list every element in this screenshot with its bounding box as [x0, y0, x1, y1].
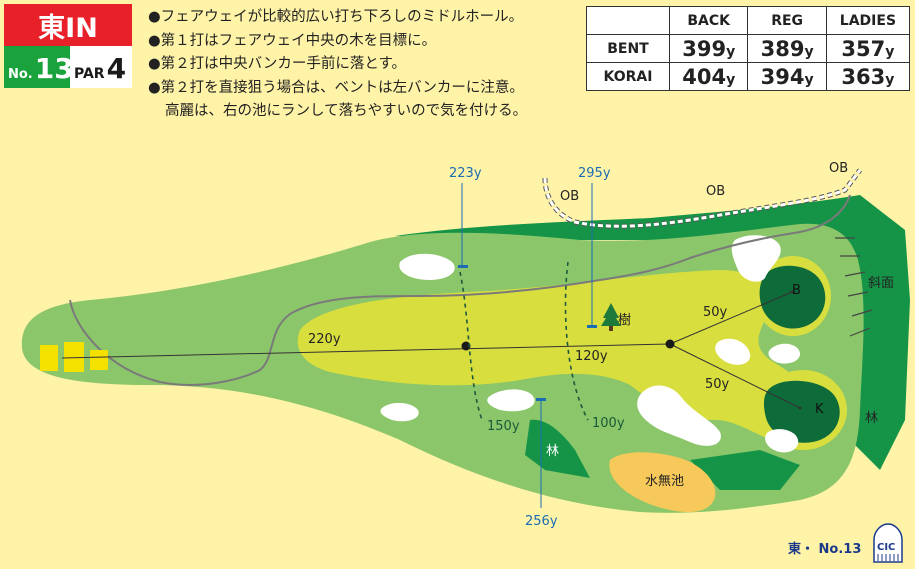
distance-arc-100: [564, 261, 589, 421]
distance-223-label: 223y: [449, 166, 482, 181]
marker-295: [587, 325, 597, 328]
bunker: [765, 429, 799, 453]
distance-256-label: 256y: [525, 514, 558, 529]
play-line: [61, 343, 671, 359]
yardage-table: BACK REG LADIES BENT 399y 389y 357y KORA…: [586, 6, 911, 91]
distance-100-label: 100y: [592, 416, 625, 431]
distance-arc-150: [459, 271, 483, 421]
par-value: 4: [106, 52, 127, 85]
ob-label-center: OB: [706, 184, 725, 199]
row-label-korai: KORAI: [586, 62, 670, 91]
note-line: ●第２打を直接狙う場合は、ベントは左バンカーに注意。: [148, 79, 524, 96]
ob-label-left: OB: [560, 189, 579, 204]
hole-number-prefix: No.: [8, 67, 33, 82]
play-line-to-b: [669, 291, 793, 345]
par-prefix: PAR: [74, 66, 105, 82]
note-line: 高麗は、右の池にランして落ちやすいので気を付ける。: [165, 103, 528, 119]
distance-50-to-k-label: 50y: [705, 377, 730, 392]
woods-label-right: 林: [865, 411, 878, 426]
bunker: [731, 235, 781, 282]
bunker: [487, 389, 535, 412]
tee-box-reg: [64, 342, 84, 372]
club-logo: CIC: [873, 523, 903, 563]
bunker: [637, 385, 721, 446]
course-label: 東IN: [4, 4, 132, 46]
distance-150-label: 150y: [487, 419, 520, 434]
tee-box-ladies: [90, 350, 108, 370]
slope-label: 斜面: [868, 276, 894, 291]
hole-number-value: 13: [34, 52, 74, 85]
tree-icon: [601, 303, 621, 331]
slope-ticks: [835, 237, 873, 337]
hole-notes: ●フェアウェイが比較的広い打ち下ろしのミドルホール。 ●第１打はフェアウェイ中央…: [148, 6, 578, 124]
distance-220-label: 220y: [308, 332, 341, 347]
yard-cell: 404y: [668, 62, 749, 91]
club-logo-text: CIC: [877, 542, 895, 553]
hole-badge: 東IN No. 13 PAR 4: [4, 4, 132, 88]
bunker: [768, 343, 800, 364]
cart-path: [69, 194, 851, 386]
distance-295-label: 295y: [578, 166, 611, 181]
yard-cell: 363y: [825, 62, 911, 91]
green-k-label: K: [815, 402, 824, 417]
bunker: [399, 253, 455, 280]
green-b: [759, 265, 826, 329]
tree-band-top: [395, 195, 910, 470]
footer-hole-label: 東・ No.13: [788, 541, 861, 557]
table-row: BENT 399y 389y 357y: [586, 34, 911, 63]
row-label-bent: BENT: [586, 34, 670, 63]
header-back: BACK: [668, 6, 749, 35]
bunker: [715, 338, 751, 365]
woods-patch-center: [690, 450, 800, 490]
waterless-pond: [609, 452, 716, 513]
distance-120-label: 120y: [575, 349, 608, 364]
note-line: ●第１打はフェアウェイ中央の木を目標に。: [148, 32, 437, 49]
note-line: ●フェアウェイが比較的広い打ち下ろしのミドルホール。: [148, 9, 524, 25]
pin-k: [798, 406, 802, 410]
pin-b: [790, 290, 794, 294]
green-b-label: B: [792, 283, 801, 298]
distance-50-to-b-label: 50y: [703, 305, 728, 320]
table-row: KORAI 404y 394y 363y: [586, 62, 911, 91]
green-k: [763, 380, 840, 443]
landing-point-2: [665, 339, 675, 349]
marker-223: [458, 265, 468, 268]
play-line-to-k: [669, 343, 801, 409]
tree-label: 樹: [618, 313, 631, 328]
fairway: [297, 270, 831, 447]
header-ladies: LADIES: [825, 6, 911, 35]
bunker: [380, 402, 419, 422]
ob-label-right: OB: [829, 161, 848, 176]
tee-box-back: [40, 345, 58, 371]
ob-line-inner: [543, 169, 862, 228]
yard-cell: 394y: [747, 62, 827, 91]
marker-256: [536, 398, 546, 401]
header-reg: REG: [747, 6, 827, 35]
waterless-pond-label: 水無池: [645, 474, 684, 489]
par-box: PAR 4: [70, 46, 132, 88]
hole-number: No. 13: [4, 46, 74, 88]
yard-cell: 357y: [825, 34, 911, 63]
woods-label-left: 林: [546, 444, 559, 459]
note-line: ●第２打は中央バンカー手前に落とす。: [148, 56, 406, 72]
